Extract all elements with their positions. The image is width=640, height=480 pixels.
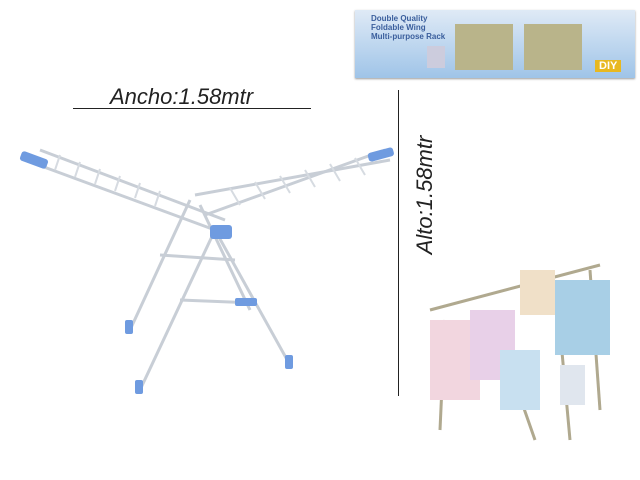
width-label: Ancho:1.58mtr [110,84,254,109]
box-title-line1: Double Quality [371,14,428,23]
rack-blue-joints [19,147,394,394]
box-thumbnail [427,46,445,68]
width-line [73,108,311,109]
diy-badge: DIY [595,60,622,72]
product-box-image: Double Quality Foldable Wing Multi-purpo… [355,10,635,78]
box-photo-1 [455,24,513,70]
height-line [398,90,399,396]
rack-frame [24,148,391,391]
rack-bars [54,154,366,207]
box-title-line2: Foldable Wing [371,23,426,32]
box-photo-2 [524,24,582,70]
rack-with-clothes-photo [429,263,610,441]
box-title-line3: Multi-purpose Rack [371,32,446,41]
